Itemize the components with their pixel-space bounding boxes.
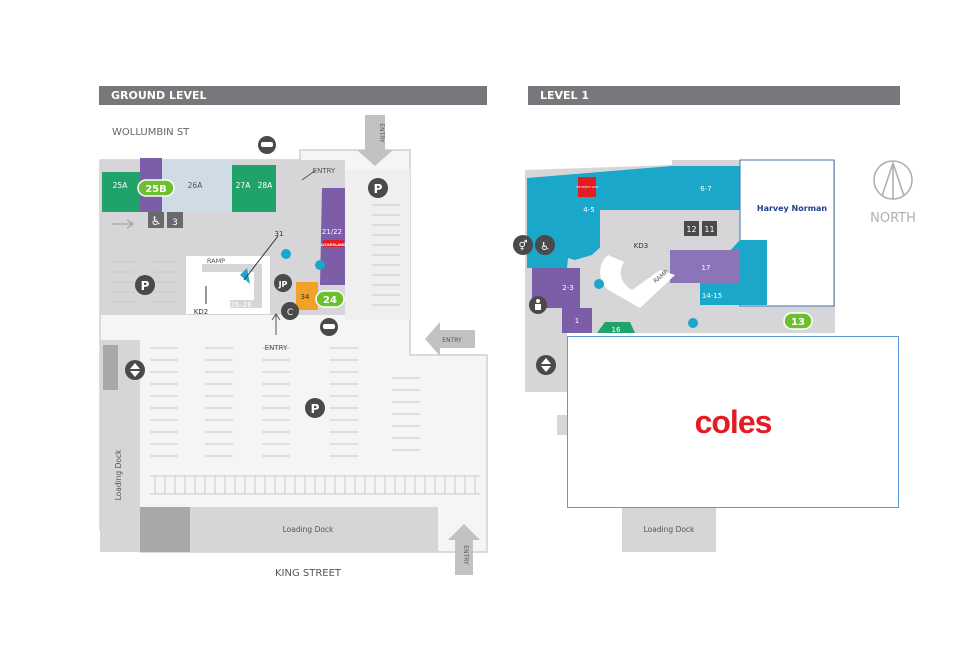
entry-label-north: ENTRY: [313, 167, 336, 175]
baby-change-icon: 3: [167, 212, 183, 228]
escalator-icon-level1: [536, 355, 556, 375]
badge-25b: [137, 179, 175, 197]
harvey-norman-label: Harvey Norman: [757, 204, 828, 213]
shop-17-label: 17: [702, 264, 711, 272]
level1-loading-dock-label: Loading Dock: [644, 525, 695, 534]
level1-stair-block: [557, 415, 569, 435]
info-dot-level1: [688, 318, 698, 328]
shop-34-label: 34: [301, 293, 310, 301]
car-wash-icon: [320, 318, 338, 336]
svg-text:JP: JP: [278, 280, 288, 289]
ground-ramp-label: RAMP: [207, 257, 225, 265]
level-1-header: LEVEL 1: [528, 86, 900, 105]
restroom-icon-level1: ⚥: [513, 235, 533, 255]
svg-text:P: P: [311, 402, 320, 416]
street-north: WOLLUMBIN ST: [112, 127, 190, 138]
svg-text:♿: ♿: [151, 214, 162, 228]
reject-shop-logo: [578, 177, 596, 197]
svg-text:♿: ♿: [540, 240, 550, 253]
shop-14-15-label: 14-15: [702, 292, 722, 300]
parking-icon-3: P: [305, 398, 325, 418]
svg-text:3: 3: [172, 218, 178, 228]
phone-icon: C: [281, 302, 299, 320]
kd2-label: KD2: [194, 308, 208, 316]
north-compass-icon: [873, 160, 913, 200]
info-dot-ground: [281, 249, 291, 259]
shop-27a: [232, 165, 254, 212]
shop-17: [670, 250, 740, 283]
badge-13: [783, 312, 813, 330]
parking-stalls: [110, 204, 480, 495]
lift-icon-level1: [594, 279, 604, 289]
shop-25a: [102, 172, 140, 212]
shop-21-22-label: 21/22: [322, 228, 342, 236]
badge-24: [315, 290, 345, 308]
reject-shop-logo-text: THE REJECT SHOP: [575, 185, 599, 189]
shop-25a-label: 25A: [113, 181, 129, 190]
shop-28a: [254, 165, 276, 212]
ground-loading-dock-bottom: [190, 507, 438, 552]
shop-21-22: [320, 188, 345, 285]
shop-1-label: 1: [575, 317, 579, 325]
ground-loading-dock-corner: [140, 507, 190, 552]
ground-loading-dock-label: Loading Dock: [283, 525, 334, 534]
badge-25b-label: 25B: [145, 184, 167, 195]
badge-24-label: 24: [323, 295, 337, 306]
shop-26a-label: 26A: [188, 181, 204, 190]
car-icon: [258, 136, 276, 154]
shop-16-label: 16: [612, 326, 621, 334]
shop-6-7: [672, 166, 740, 210]
entry-label-south: ENTRY: [265, 344, 288, 352]
svg-text:⚥: ⚥: [518, 240, 527, 252]
baby-icon-level1: 11: [702, 221, 717, 236]
coles-anchor-store: coles: [567, 336, 899, 508]
svg-text:11: 11: [704, 225, 714, 234]
ground-loading-dock-block: [103, 345, 118, 390]
shop-4-5: [527, 166, 672, 268]
shop-4-5-label: 4-5: [583, 206, 594, 214]
parking-icon-2: P: [135, 275, 155, 295]
shop-34: [296, 282, 318, 310]
level1-loading-dock: [622, 508, 716, 552]
entry-arrow-bottom: ENTRY: [448, 524, 480, 575]
lickerland-logo-text: LICKERLAND: [321, 243, 346, 247]
svg-text:C: C: [287, 308, 293, 318]
coles-logo: coles: [694, 403, 773, 440]
svg-text:ENTRY: ENTRY: [378, 123, 385, 143]
shop-28a-label: 28A: [258, 181, 274, 190]
svg-text:ENTRY: ENTRY: [442, 337, 462, 344]
escalator-icon-ground: [125, 360, 145, 380]
toilet-icon-level1: 12: [684, 221, 699, 236]
kd3-label: KD3: [634, 242, 648, 250]
badge-13-label: 13: [791, 317, 805, 328]
svg-text:P: P: [141, 279, 150, 293]
shop-25-26-label: 25–26: [230, 301, 252, 309]
shop-6-7-label: 6-7: [700, 185, 711, 193]
lickerland-logo: [323, 240, 344, 247]
person-icon-level1: [529, 296, 547, 314]
street-south: KING STREET: [275, 568, 342, 579]
level1-ramp: [600, 255, 675, 308]
svg-text:12: 12: [686, 225, 696, 234]
parking-icon-1: P: [368, 178, 388, 198]
jp-icon: JP: [274, 274, 292, 292]
lift-icon-ground: [315, 260, 325, 270]
svg-text:ENTRY: ENTRY: [462, 545, 469, 565]
ground-loading-dock-side-label: Loading Dock: [114, 449, 123, 500]
ground-level-header: GROUND LEVEL: [99, 86, 487, 105]
shop-27a-label: 27A: [236, 181, 252, 190]
compass-label: NORTH: [870, 211, 916, 226]
accessible-icon-level1: ♿: [535, 235, 555, 255]
shop-31-label: 31: [275, 230, 284, 238]
shop-2-3-label: 2-3: [562, 284, 573, 292]
entry-arrow-top: ENTRY: [357, 115, 393, 166]
accessible-icon: ♿: [148, 212, 164, 228]
svg-text:P: P: [374, 182, 383, 196]
shop-1: [562, 308, 592, 333]
entry-arrow-right: ENTRY: [425, 322, 475, 356]
shop-16: [597, 322, 635, 333]
